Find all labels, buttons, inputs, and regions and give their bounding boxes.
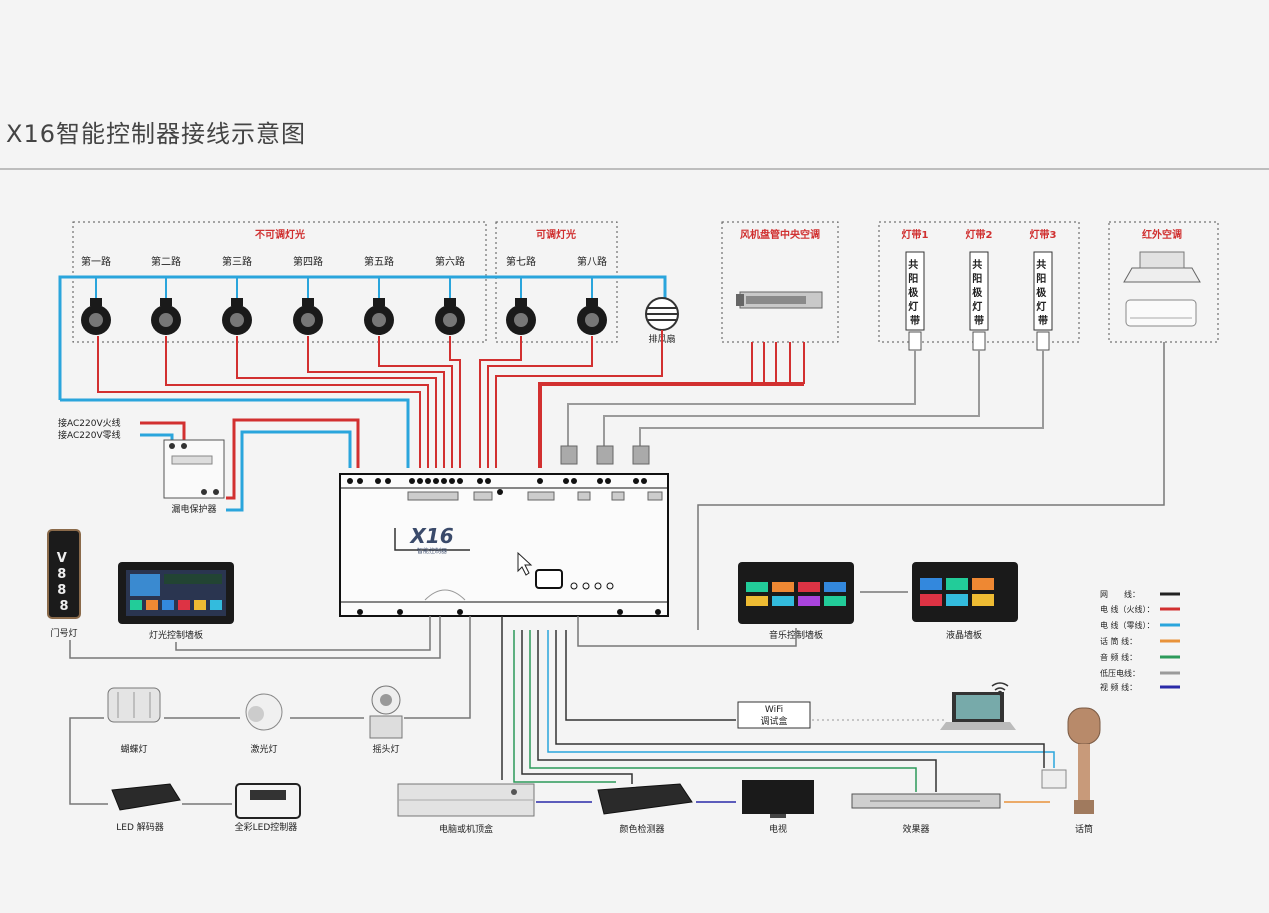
channel-label-4: 第四路 [293,255,323,268]
led-strip-1-icon [905,251,925,351]
wifi-signal-icon [991,682,1009,696]
laser-label: 激光灯 [250,743,277,755]
full-color-led-controller-icon [235,783,301,819]
controller-subtitle: 智能控制器 [417,547,447,555]
legend-label-3: 话 筒 线： [1100,636,1137,646]
live-input-label: 接AC220V火线 [58,417,121,429]
spotlight-6 [435,298,465,335]
effects-label: 效果器 [902,823,929,835]
pc-stb-label: 电脑或机顶盒 [439,823,493,835]
channel-label-6: 第六路 [435,255,465,268]
box-dimmable [495,221,618,343]
controller-logo: X16 [408,524,453,548]
box-fan-coil [721,221,839,343]
channel-label-2: 第二路 [151,255,181,268]
ceiling-ac-icon [1123,251,1201,283]
led-strip-2-icon [969,251,989,351]
spotlight-5 [364,298,394,335]
spotlight-7 [506,298,536,335]
effects-processor-icon [851,793,1001,809]
ir-ac-wire [697,342,1165,630]
led-strip-3-text: 共 阳 极 灯 带 [1036,258,1049,327]
led-controller-label: 全彩LED控制器 [235,821,298,833]
mouse-cursor-icon [517,551,533,576]
light-control-panel-icon [118,562,234,624]
color-detector-icon [597,783,693,815]
color-detector-label: 颜色检测器 [619,823,664,835]
channel-label-3: 第三路 [222,255,252,268]
light-panel-label: 灯光控制墙板 [149,629,203,641]
label-non-dimmable: 不可调灯光 [255,228,305,241]
leakage-breaker-icon [163,439,225,499]
legend: 网 线： 电 线（火线）： 电 线（零线）： 话 筒 线： 音 频 线： 低压电… [1100,589,1180,692]
tv-icon [742,780,814,818]
neutral-input-label: 接AC220V零线 [58,429,121,441]
strip-connectors [560,445,650,465]
neutral-drops [95,277,593,300]
legend-label-6: 视 频 线： [1100,682,1137,692]
fan-coil-unit-icon [736,291,823,309]
box-non-dimmable [72,221,487,343]
mic-receiver-icon [1041,769,1067,789]
microphone-icon [1067,707,1101,814]
label-strip-3: 灯带3 [1030,228,1057,241]
moving-head-light-icon [369,685,403,739]
fan-coil-wires [751,342,805,384]
door-light-label: 门号灯 [50,627,77,639]
spotlight-2 [151,298,181,335]
channel-label-5: 第五路 [364,255,394,268]
spotlights [81,298,607,335]
low-voltage-wires [567,350,1044,448]
label-ir-ac: 红外空调 [1142,228,1182,241]
channel-label-7: 第七路 [506,255,536,268]
wall-ac-icon [1125,299,1197,327]
page-title: X16智能控制器接线示意图 [6,120,306,148]
live-wires-lights [97,330,663,468]
label-fan-coil: 风机盘管中央空调 [740,228,820,241]
led-strip-3-icon [1033,251,1053,351]
lcd-panel-icon [912,562,1018,622]
exhaust-fan-icon [645,297,679,331]
label-strip-2: 灯带2 [966,228,993,241]
moving-head-label: 摇头灯 [372,743,399,755]
label-strip-1: 灯带1 [902,228,929,241]
lcd-panel-label: 液晶墙板 [946,629,982,641]
led-decoder-icon [111,783,181,811]
pc-stb-icon [397,783,535,817]
laser-light-icon [245,693,283,731]
neutral-bus [58,275,667,400]
channel-label-8: 第八路 [577,255,607,268]
spotlight-4 [293,298,323,335]
spotlight-1 [81,298,111,335]
laptop-icon [940,692,1016,730]
mic-label: 话筒 [1075,823,1093,835]
spotlight-8 [577,298,607,335]
door-number-text: V 8 8 8 [57,551,72,614]
butterfly-label: 蝴蝶灯 [120,743,147,755]
spotlight-3 [222,298,252,335]
led-strip-2-text: 共 阳 极 灯 带 [972,258,985,327]
legend-label-2: 电 线（零线）： [1100,620,1155,630]
wifi-box-line1: WiFi [765,705,783,715]
leakage-breaker-label: 漏电保护器 [171,503,216,515]
butterfly-light-icon [107,687,161,723]
led-decoder-label: LED 解码器 [116,821,164,833]
channel-label-1: 第一路 [81,255,111,268]
wifi-box [737,701,811,729]
title-divider [0,168,1269,170]
x16-controller [339,473,669,617]
music-control-panel-icon [738,562,854,624]
tv-label: 电视 [769,823,787,835]
legend-label-0: 网 线： [1100,589,1140,599]
label-dimmable: 可调灯光 [536,228,576,241]
legend-label-5: 低压电线： [1100,668,1140,678]
door-number-light-icon [47,529,81,619]
wifi-box-line2: 调试盒 [760,715,787,727]
legend-label-4: 音 频 线： [1100,652,1137,662]
legend-label-1: 电 线（火线）： [1100,604,1155,614]
led-strip-1-text: 共 阳 极 灯 带 [908,258,921,327]
